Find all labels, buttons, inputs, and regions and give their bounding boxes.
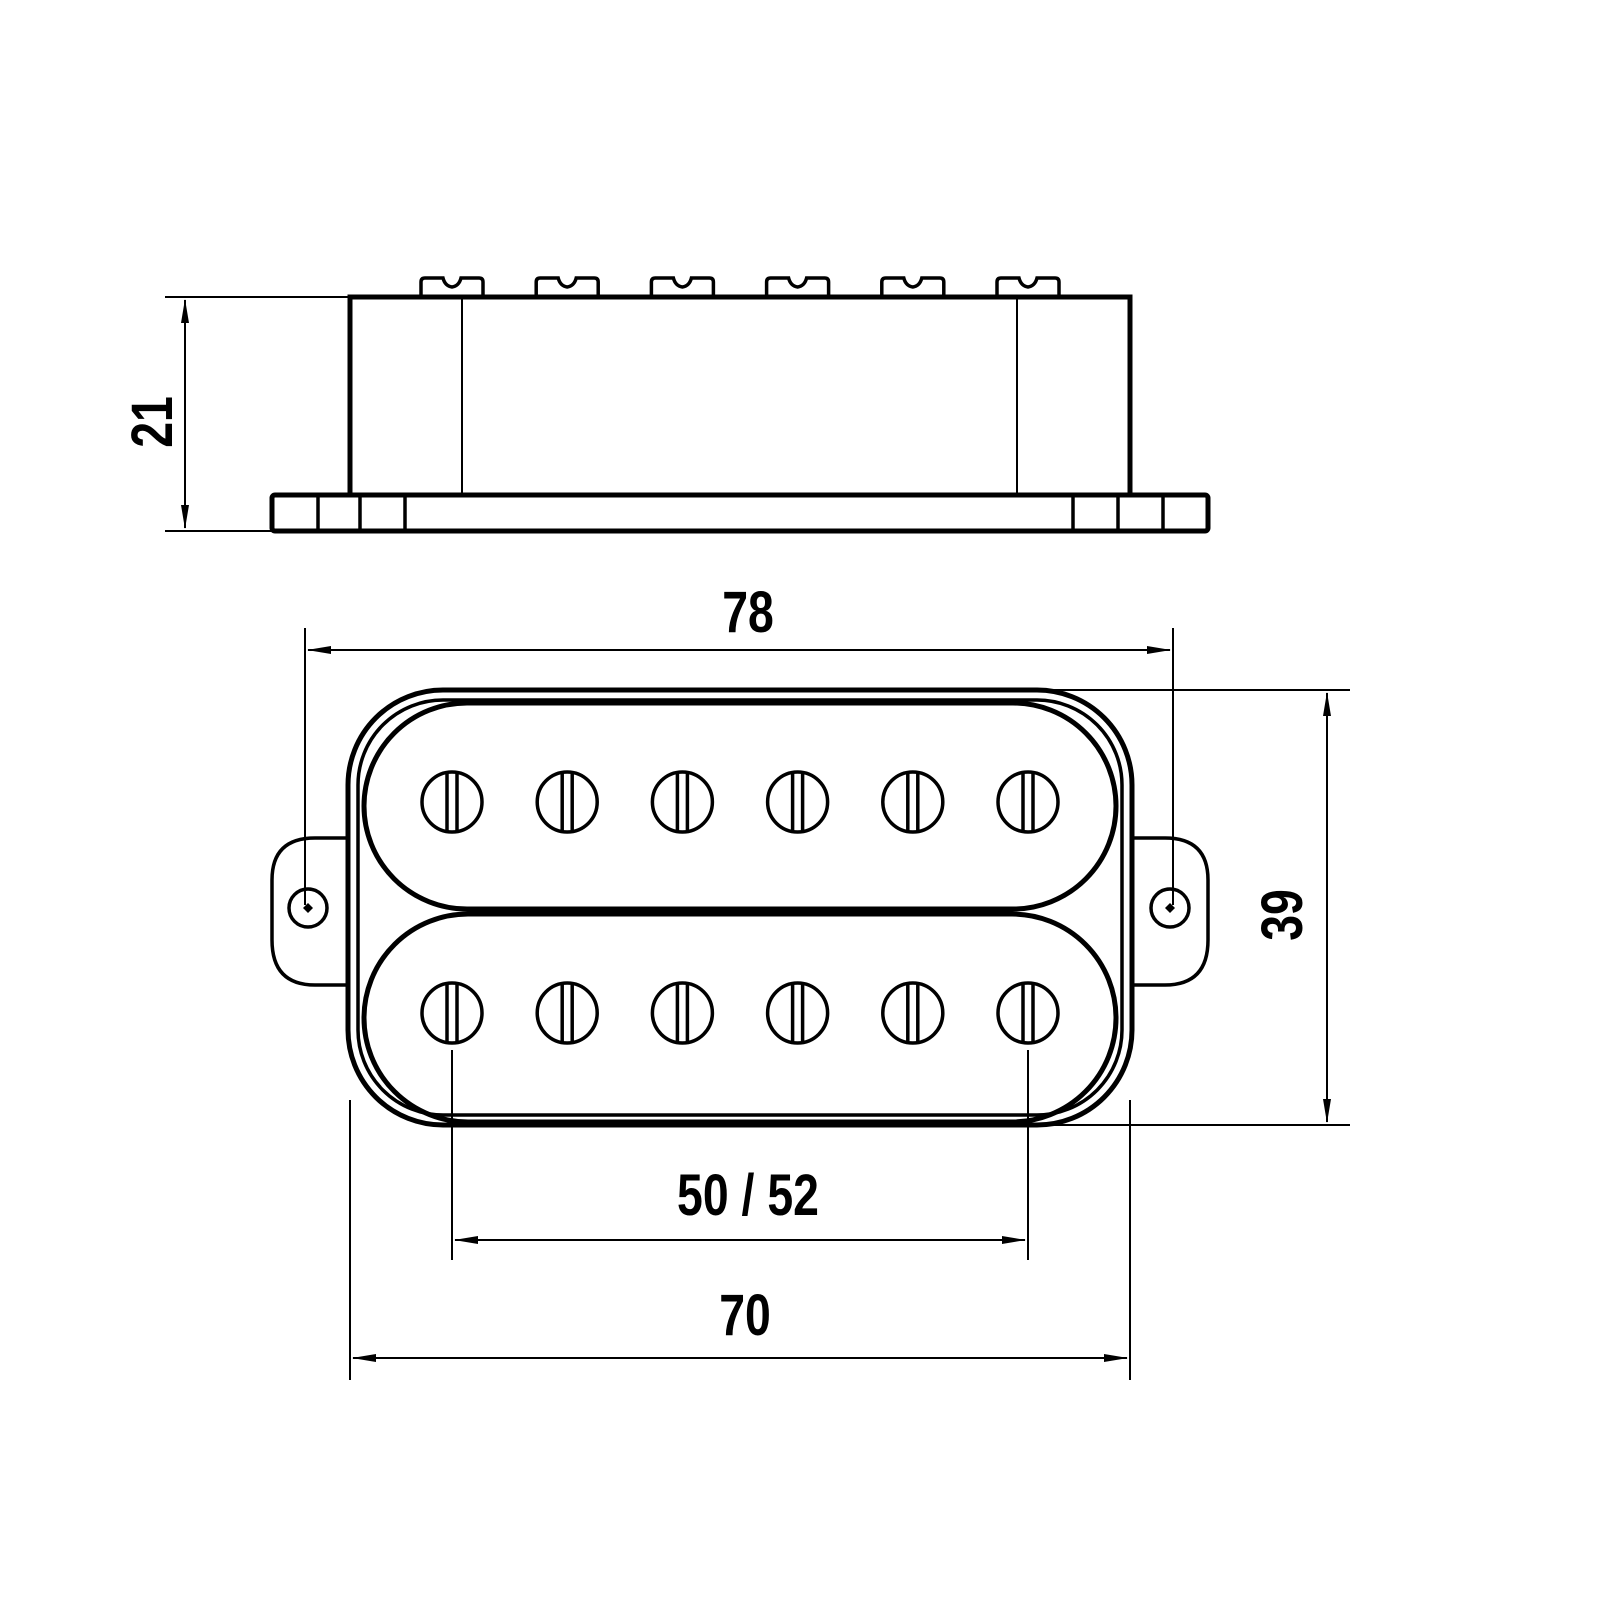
pickup-frame <box>356 698 1124 1117</box>
pickup-cover <box>345 687 1135 1128</box>
side-base-plate <box>269 492 1211 534</box>
side-pole-screw <box>764 276 831 297</box>
pole-screw-icon <box>996 770 1060 834</box>
dimension-height-label: 21 <box>120 396 185 448</box>
side-view: 21 <box>120 276 1211 534</box>
pole-screw-icon <box>535 770 599 834</box>
mounting-hole-left <box>287 887 329 929</box>
pole-screw-icon <box>996 981 1060 1045</box>
side-pole-screw <box>649 276 716 297</box>
side-body <box>347 294 1133 498</box>
mounting-hole-right <box>1149 887 1191 929</box>
bobbin-top <box>361 700 1119 912</box>
dimension-overall-width: 78 <box>304 580 1174 905</box>
pole-screw-icon <box>535 981 599 1045</box>
side-pole-screw <box>880 276 946 297</box>
bobbin-bottom <box>361 911 1119 1125</box>
dimension-height: 21 <box>120 296 350 532</box>
top-view <box>270 687 1210 1128</box>
dimension-pole-spacing: 50 / 52 <box>451 1050 1029 1260</box>
dimension-overall-width-label: 78 <box>722 580 774 645</box>
dimension-depth-label: 39 <box>1250 889 1315 941</box>
pole-screw-icon <box>650 981 715 1045</box>
pole-screw-icon <box>765 770 830 834</box>
side-pole-screw <box>995 276 1061 297</box>
pole-screw-icon <box>881 981 945 1045</box>
side-pole-screw <box>419 276 485 297</box>
mounting-ear-left <box>270 836 350 987</box>
base-plate-segments <box>316 495 1165 531</box>
pole-screw-icon <box>420 770 484 834</box>
pole-screw-icon <box>650 770 715 834</box>
dimension-pole-spacing-label: 50 / 52 <box>677 1163 819 1228</box>
pole-screw-icon <box>881 770 945 834</box>
side-pole-screw <box>534 276 600 297</box>
dimension-depth: 39 <box>1030 689 1350 1126</box>
dimension-body-width: 70 <box>349 1100 1131 1380</box>
pole-screws <box>420 770 1060 1045</box>
pole-screw-icon <box>420 981 484 1045</box>
mounting-ear-right <box>1130 836 1210 987</box>
side-pole-screws <box>419 276 1061 297</box>
dimension-body-width-label: 70 <box>719 1283 771 1348</box>
pole-screw-icon <box>765 981 830 1045</box>
